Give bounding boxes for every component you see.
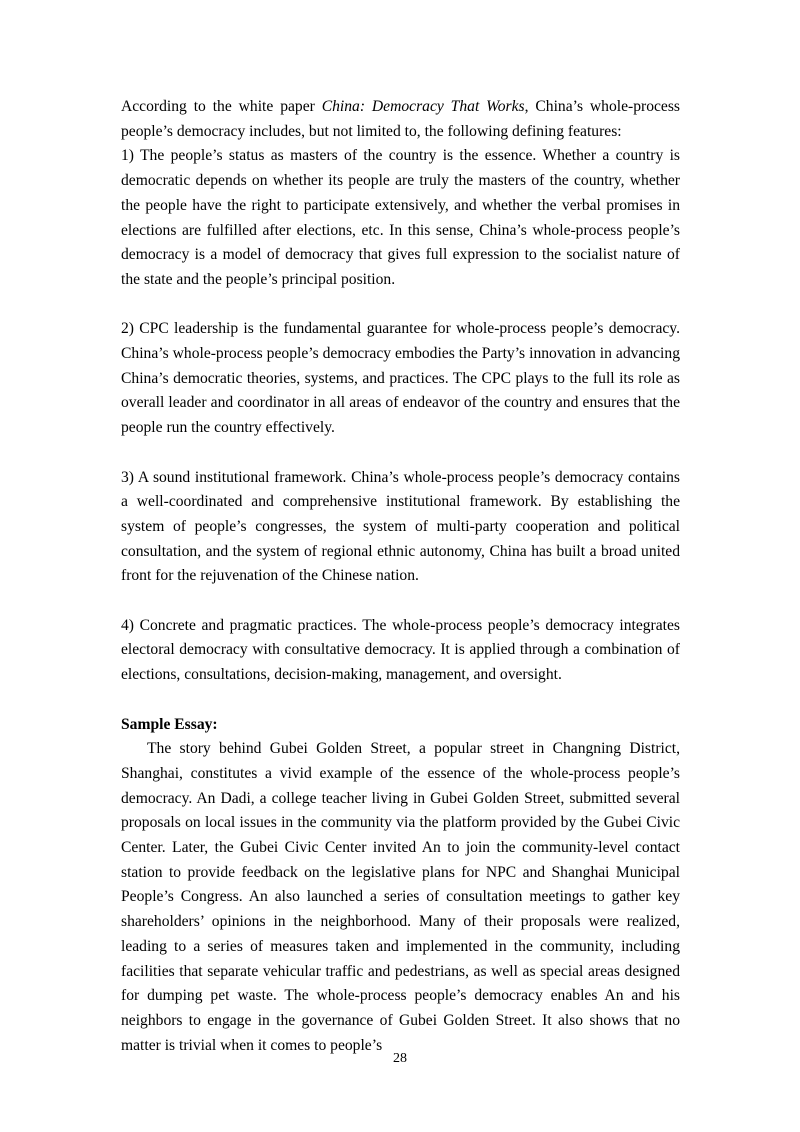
intro-text-before: According to the white paper (121, 98, 322, 115)
intro-paragraph: According to the white paper China: Demo… (121, 95, 680, 144)
document-page: According to the white paper China: Demo… (121, 95, 680, 1058)
feature-1-paragraph: 1) The people’s status as masters of the… (121, 147, 680, 288)
white-paper-title: China: Democracy That Works (321, 98, 525, 115)
sample-essay-heading: Sample Essay: (121, 715, 218, 733)
intro-text-after: , China’s whole-process people’s democra… (121, 98, 680, 140)
feature-3-paragraph: 3) A sound institutional framework. Chin… (121, 468, 680, 585)
sample-essay-paragraph: The story behind Gubei Golden Street, a … (121, 740, 680, 1054)
feature-4-paragraph: 4) Concrete and pragmatic practices. The… (121, 616, 680, 684)
page-number: 28 (393, 1051, 407, 1066)
feature-2-paragraph: 2) CPC leadership is the fundamental gua… (121, 320, 680, 437)
